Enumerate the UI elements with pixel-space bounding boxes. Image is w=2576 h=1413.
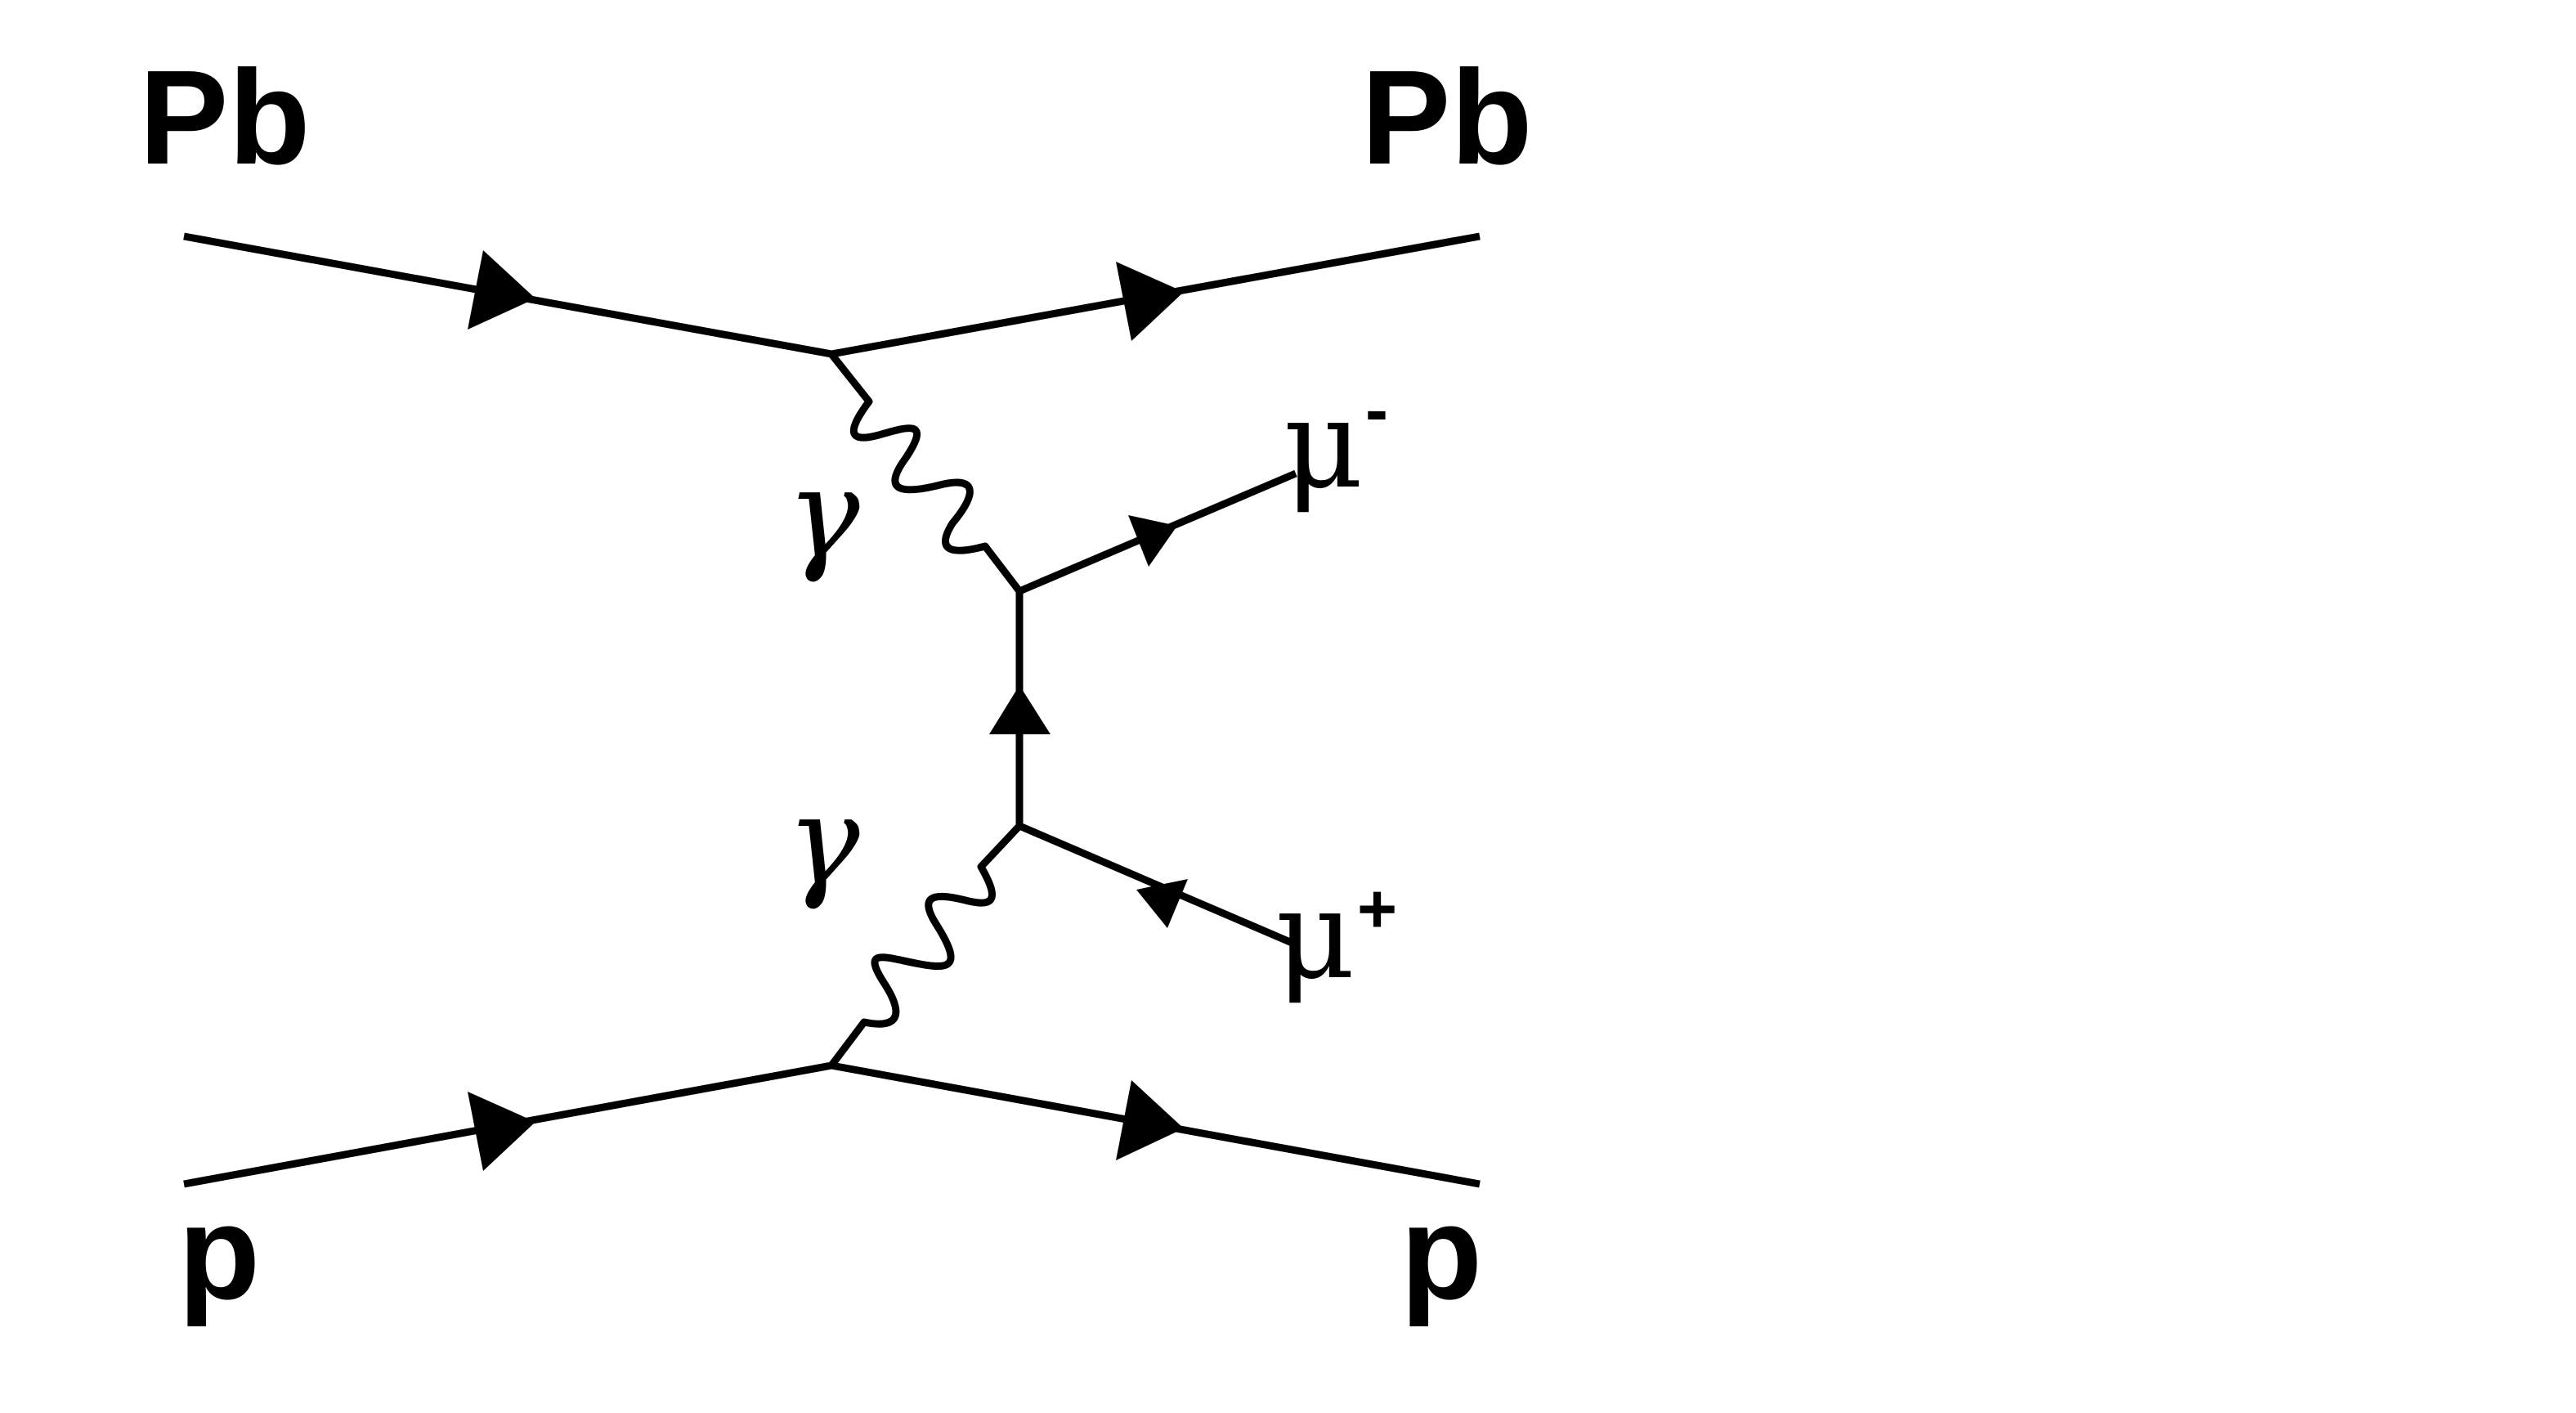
label-p-outgoing: p [1400,1178,1482,1327]
muon-minus-arrow [1128,515,1177,567]
muon-propagator-arrow [989,685,1051,734]
label-muon-plus: μ [1275,864,1355,1007]
label-muon-minus: μ [1284,374,1364,516]
p-outgoing-arrow [1116,1080,1184,1160]
muon-plus-arrow [1136,879,1188,928]
label-pb-incoming: Pb [139,43,311,192]
photon-lower-wavy [828,823,1023,1068]
label-muon-minus-charge: - [1365,371,1388,448]
label-photon-lower: γ [786,770,860,913]
muon-plus-line [1018,822,1297,949]
pb-outgoing-arrow [1116,262,1184,341]
label-p-incoming: p [178,1178,260,1327]
label-photon-upper: γ [786,443,860,585]
label-pb-outgoing: Pb [1361,43,1533,192]
p-incoming-arrow [468,1092,535,1171]
pb-incoming-arrow [468,250,535,330]
label-muon-plus-charge: + [1357,870,1397,947]
photon-upper-wavy [828,352,1023,594]
